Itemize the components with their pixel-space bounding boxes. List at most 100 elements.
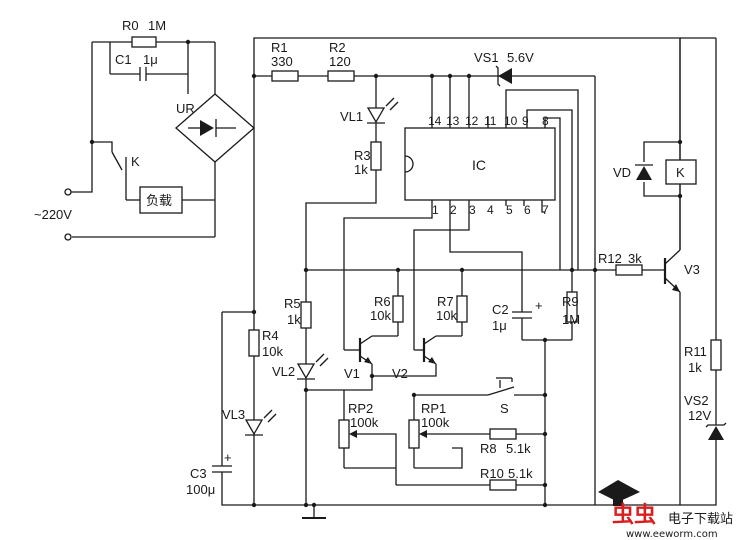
switch-k-label: K [131, 154, 140, 169]
r7-value: 10k [436, 308, 457, 323]
ic-pin-12: 12 [465, 114, 479, 128]
r8-value: 5.1k [506, 441, 531, 456]
v1-transistor [344, 335, 373, 365]
vl1-label: VL1 [340, 109, 363, 124]
r0-value: 1M [148, 18, 166, 33]
c2-label: C2 [492, 302, 509, 317]
c3-plus: + [224, 450, 232, 465]
vl3-led [244, 409, 277, 436]
ic-notch [404, 155, 414, 173]
watermark-logo: 虫虫 [598, 480, 656, 528]
vl2-led [296, 353, 329, 380]
vd-label: VD [613, 165, 631, 180]
junction-dots [89, 39, 683, 508]
ur-label: UR [176, 101, 195, 116]
r5-body [300, 301, 312, 329]
ic-pin-14: 14 [428, 114, 442, 128]
r12-value: 3k [628, 251, 642, 266]
r11-label: R11 [684, 344, 707, 359]
r4-label: R4 [262, 328, 279, 343]
c3-value: 100μ [186, 482, 215, 497]
ic-pin-11: 11 [484, 114, 497, 128]
c1-label: C1 [115, 52, 132, 67]
r7-body [456, 295, 468, 323]
vs2-label: VS2 [684, 393, 709, 408]
mains-voltage-label: ~220V [34, 207, 72, 222]
r9-value: 1M [562, 312, 580, 327]
c2-value: 1μ [492, 318, 507, 333]
mains-terminal-bottom [64, 233, 72, 241]
r1-label: R1 [271, 40, 288, 55]
load-label: 负载 [146, 193, 172, 208]
r2-value: 120 [329, 54, 351, 69]
watermark-logo-mark: 虫虫 [612, 502, 656, 528]
r10-label: R10 [480, 466, 504, 481]
r4-value: 10k [262, 344, 283, 359]
watermark-url: www.eeworm.com [626, 529, 718, 540]
relay-coil [665, 159, 697, 185]
ic-pin-5: 5 [506, 203, 513, 217]
vs1-value: 5.6V [507, 50, 534, 65]
r8-label: R8 [480, 441, 497, 456]
c3-label: C3 [190, 466, 207, 481]
watermark-site-name: 电子下载站 [668, 512, 733, 527]
ic-pin-13: 13 [446, 114, 460, 128]
ic-pin-9: 9 [522, 114, 529, 128]
r10-body [489, 479, 517, 491]
v3-transistor [663, 249, 681, 293]
r11-value: 1k [688, 360, 702, 375]
ic-pin-7: 7 [542, 203, 549, 217]
ic-pin-1: 1 [432, 203, 439, 217]
r11-body [710, 339, 722, 371]
vs2-value: 12V [688, 408, 711, 423]
r3-body [370, 141, 382, 171]
c1-value: 1μ [143, 52, 158, 67]
rp2-label: RP2 [348, 401, 373, 416]
r2-body [327, 70, 355, 82]
r3-value: 1k [354, 162, 368, 177]
vs1-zener [495, 65, 512, 87]
r7-label: R7 [437, 294, 454, 309]
v3-label: V3 [684, 262, 700, 277]
r12-label: R12 [598, 251, 622, 266]
r6-label: R6 [374, 294, 391, 309]
rp2-body [338, 419, 350, 449]
v1-label: V1 [344, 366, 360, 381]
switch-s-label: S [500, 401, 509, 416]
ic-pin-3: 3 [469, 203, 476, 217]
v2-label: V2 [392, 366, 408, 381]
relay-k-label: K [676, 165, 685, 180]
switch-k [92, 141, 140, 201]
rp1-body [408, 419, 420, 449]
r1-body [271, 70, 299, 82]
vl1-led [366, 97, 399, 124]
r4-body [248, 329, 260, 357]
r6-body [392, 295, 404, 323]
v2-transistor [414, 335, 437, 365]
bridge-rectifier [175, 41, 255, 200]
r8-body [489, 428, 517, 440]
r10-value: 5.1k [508, 466, 533, 481]
vl3-label: VL3 [222, 407, 245, 422]
vl2-label: VL2 [272, 364, 295, 379]
rp1-label: RP1 [421, 401, 446, 416]
ic-body [404, 127, 556, 201]
ic-pin-4: 4 [487, 203, 494, 217]
ic-label: IC [472, 157, 486, 173]
ic-pin-6: 6 [524, 203, 531, 217]
c2-plus: + [535, 298, 543, 313]
ic-pin-2: 2 [450, 203, 457, 217]
r0-c1-branch [70, 36, 189, 193]
ic-pin-10: 10 [504, 114, 518, 128]
r2-label: R2 [329, 40, 346, 55]
rp2-value: 100k [350, 415, 379, 430]
vd-diode [635, 164, 653, 180]
r1-value: 330 [271, 54, 293, 69]
vs2-zener [705, 422, 727, 440]
vs1-label: VS1 [474, 50, 499, 65]
switch-s[interactable] [487, 377, 515, 396]
r0-label: R0 [122, 18, 139, 33]
r12-body [615, 264, 643, 276]
r9-label: R9 [562, 294, 579, 309]
